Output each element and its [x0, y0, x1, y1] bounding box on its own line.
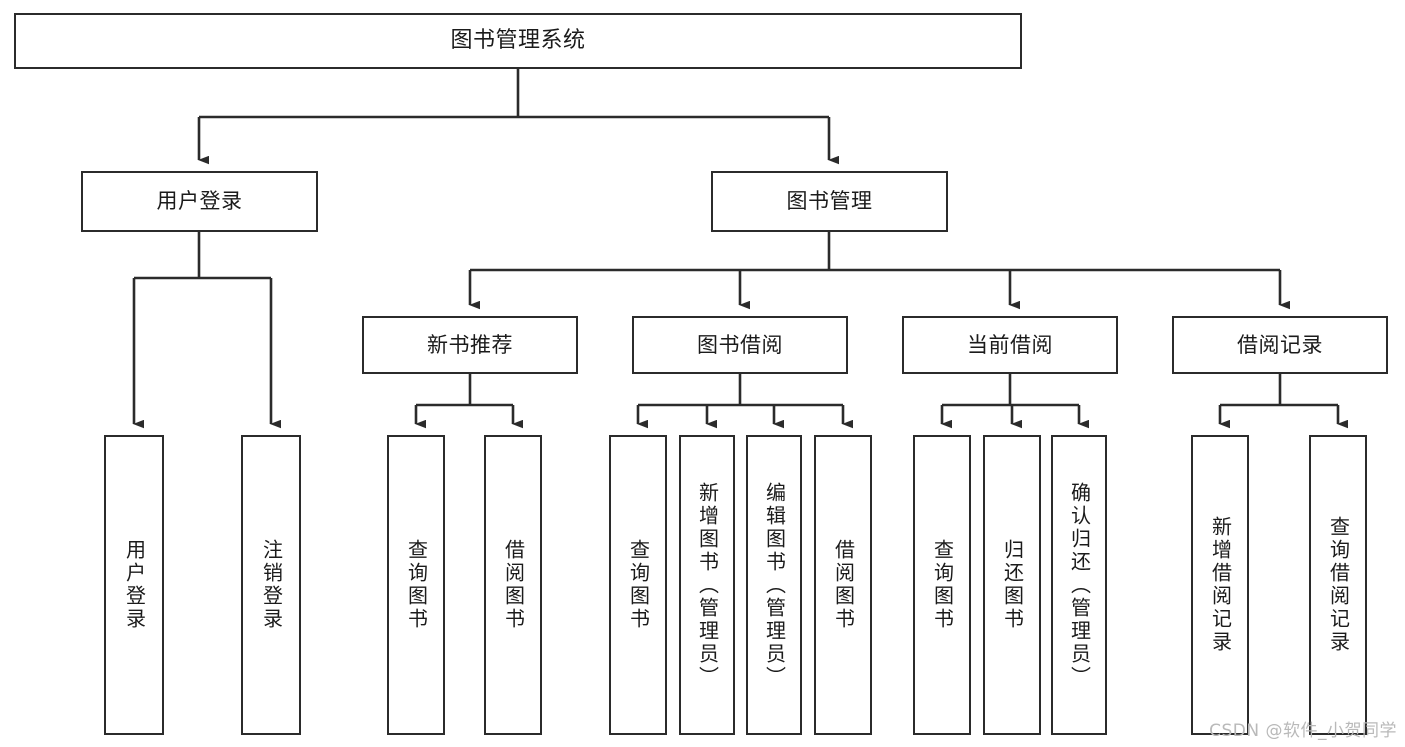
node-current-borrow[interactable]: 当前借阅	[902, 316, 1118, 374]
node-borrow-record[interactable]: 借阅记录	[1172, 316, 1388, 374]
node-leaf-confirm-return-label: 确认归还（管理员）	[1067, 481, 1092, 689]
node-leaf-confirm-return[interactable]: 确认归还（管理员）	[1051, 435, 1107, 735]
node-leaf-edit-book[interactable]: 编辑图书（管理员）	[746, 435, 802, 735]
node-book-management[interactable]: 图书管理	[711, 171, 948, 232]
node-leaf-return-book[interactable]: 归还图书	[983, 435, 1041, 735]
node-leaf-borrow-book-recommend[interactable]: 借阅图书	[484, 435, 542, 735]
node-leaf-query-borrow-record-label: 查询借阅记录	[1326, 516, 1351, 654]
node-leaf-query-book-recommend[interactable]: 查询图书	[387, 435, 445, 735]
node-leaf-edit-book-label: 编辑图书（管理员）	[762, 481, 787, 689]
node-book-borrow-label: 图书借阅	[697, 332, 783, 357]
node-leaf-user-logout-label: 注销登录	[259, 539, 284, 631]
node-borrow-record-label: 借阅记录	[1237, 332, 1323, 357]
node-book-management-label: 图书管理	[786, 189, 873, 214]
node-leaf-borrow-book[interactable]: 借阅图书	[814, 435, 872, 735]
node-leaf-query-book-recommend-label: 查询图书	[404, 539, 429, 631]
node-leaf-query-book-current-label: 查询图书	[930, 539, 955, 631]
node-leaf-query-book-borrow[interactable]: 查询图书	[609, 435, 667, 735]
node-leaf-return-book-label: 归还图书	[1000, 539, 1025, 631]
node-new-book-recommend[interactable]: 新书推荐	[362, 316, 578, 374]
watermark: CSDN @软件_小贺同学	[1209, 721, 1397, 741]
node-leaf-user-login-label: 用户登录	[122, 539, 147, 631]
node-leaf-query-borrow-record[interactable]: 查询借阅记录	[1309, 435, 1367, 735]
node-user-login-label: 用户登录	[156, 189, 243, 214]
node-new-book-recommend-label: 新书推荐	[427, 332, 513, 357]
node-leaf-add-book-label: 新增图书（管理员）	[695, 481, 720, 689]
node-leaf-borrow-book-label: 借阅图书	[831, 539, 856, 631]
node-leaf-add-borrow-record[interactable]: 新增借阅记录	[1191, 435, 1249, 735]
node-root-label: 图书管理系统	[450, 28, 586, 54]
node-leaf-add-book[interactable]: 新增图书（管理员）	[679, 435, 735, 735]
node-leaf-query-book-borrow-label: 查询图书	[626, 539, 651, 631]
node-user-login[interactable]: 用户登录	[81, 171, 318, 232]
node-leaf-add-borrow-record-label: 新增借阅记录	[1208, 516, 1233, 654]
node-leaf-query-book-current[interactable]: 查询图书	[913, 435, 971, 735]
node-leaf-user-login[interactable]: 用户登录	[104, 435, 164, 735]
node-leaf-user-logout[interactable]: 注销登录	[241, 435, 301, 735]
node-current-borrow-label: 当前借阅	[967, 332, 1053, 357]
node-root[interactable]: 图书管理系统	[14, 13, 1022, 69]
node-book-borrow[interactable]: 图书借阅	[632, 316, 848, 374]
node-leaf-borrow-book-recommend-label: 借阅图书	[501, 539, 526, 631]
